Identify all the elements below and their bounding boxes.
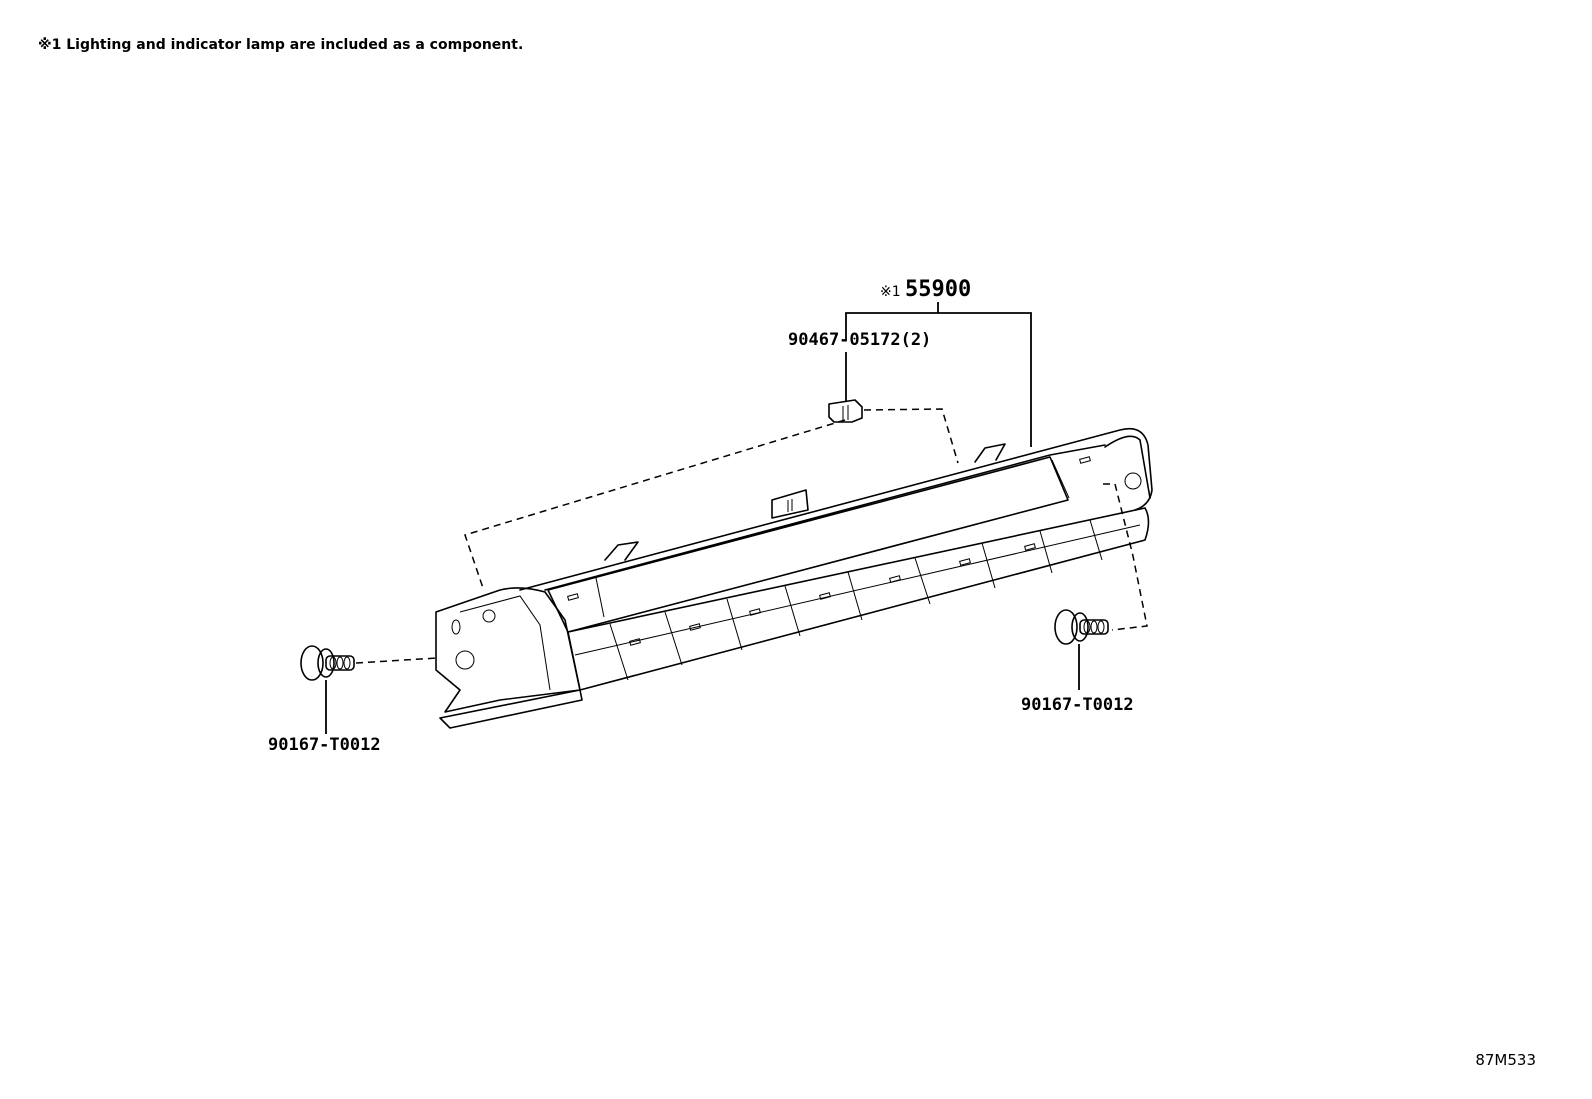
diagram-reference: 87M533 [1475, 1051, 1536, 1069]
screw-left-part-number: 90167-T0012 [268, 735, 381, 755]
screw-left-part [300, 645, 355, 681]
assembly-number: 55900 [905, 277, 971, 302]
screw-left-callout[interactable]: 90167-T0012 [268, 680, 381, 755]
assembly-callout: ※1 55900 [845, 277, 1032, 447]
component-note: ※1 Lighting and indicator lamp are inclu… [38, 37, 524, 53]
screw-right-part-number: 90167-T0012 [1021, 695, 1134, 715]
clip-part [828, 399, 863, 423]
install-guides [355, 408, 1148, 664]
assembly-mark: ※1 [880, 284, 901, 300]
stop-lamp-assembly [435, 427, 1153, 729]
screw-right-callout[interactable]: 90167-T0012 [1021, 644, 1134, 715]
clip-part-number: 90467-05172(2) [788, 330, 931, 350]
clip-callout[interactable]: 90467-05172(2) [788, 330, 931, 402]
screw-right-part [1054, 609, 1109, 645]
